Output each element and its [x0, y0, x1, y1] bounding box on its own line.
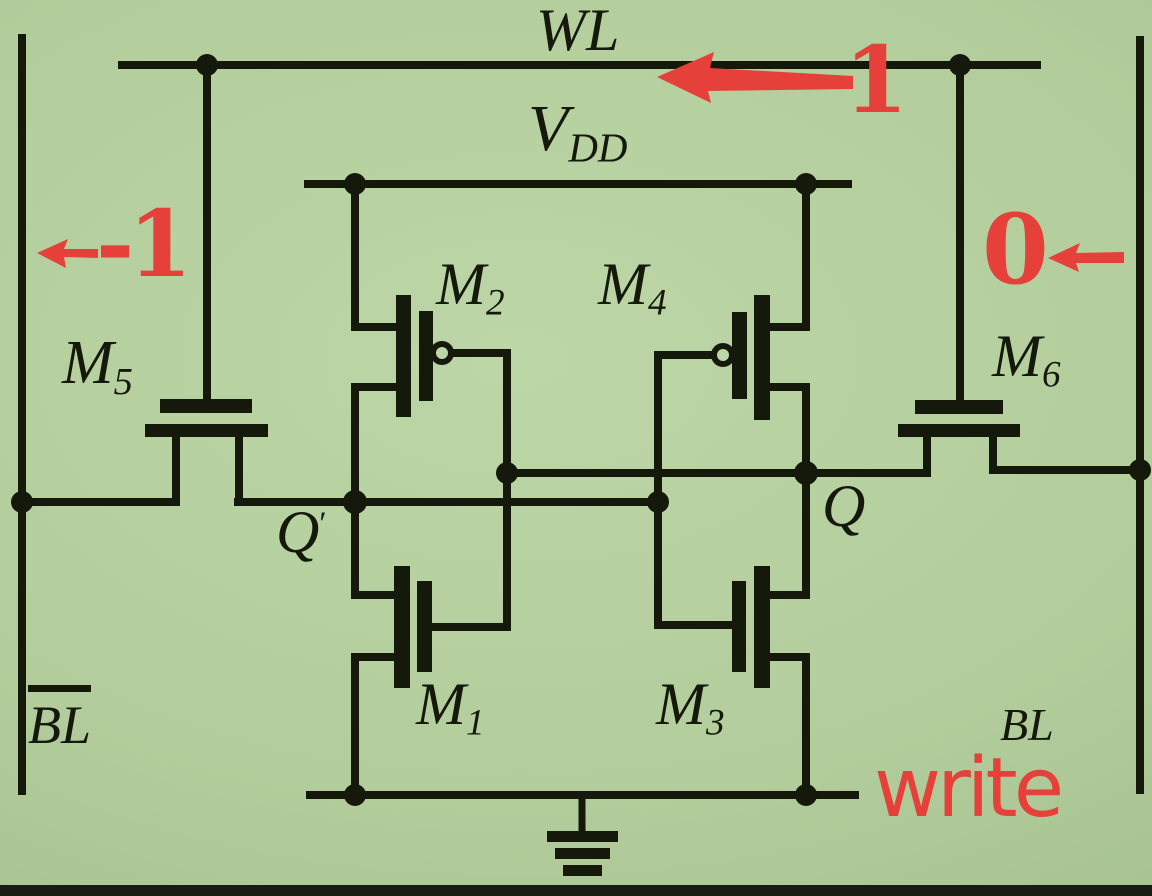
bitline-right-value-annotation: 0	[982, 193, 1049, 306]
vdd-left-junction-dot	[344, 173, 366, 195]
ground-symbol-bar1	[547, 831, 618, 842]
m1-source-wire	[351, 653, 398, 799]
m2-gate-bar	[419, 311, 433, 401]
m4-source-wire	[766, 180, 810, 331]
m2-channel-bar	[396, 295, 411, 417]
m1-channel-bar	[394, 566, 410, 688]
node-q-junction-dot	[794, 461, 818, 485]
wl-value-annotation: 1	[844, 26, 909, 134]
transistor-m6-label: M6	[992, 323, 1061, 396]
m6-gate-bar	[915, 400, 1003, 414]
bitline-right-arrow-icon	[1048, 243, 1124, 272]
write-operation-annotation: write	[874, 741, 1064, 836]
ground-symbol-bar2	[555, 848, 610, 859]
wl-m5-junction-dot	[196, 54, 218, 76]
bitline-left-junction-dot	[11, 491, 33, 513]
m4-pmos-bubble	[711, 343, 735, 367]
m4-channel-bar	[754, 295, 770, 420]
m3-source-wire	[766, 653, 810, 799]
letterbox-bar	[0, 885, 1152, 896]
transistor-m1-label: M1	[416, 671, 485, 744]
m3-gate-bar	[732, 581, 746, 672]
vdd-label: VDD	[528, 92, 628, 171]
ground-left-junction-dot	[344, 784, 366, 806]
m2-drain-qprime-wire	[351, 383, 400, 599]
word-line-label: WL	[536, 0, 620, 63]
m3-channel-bar	[754, 566, 770, 688]
bitline-left-label: BL	[28, 685, 92, 755]
transistor-m3-label: M3	[656, 671, 725, 744]
m5-channel-bar	[145, 424, 268, 437]
m4-gate-bar	[732, 312, 747, 399]
transistor-m2-label: M2	[436, 251, 505, 324]
upper-wire-gate-junction-dot	[496, 462, 518, 484]
bitline-left-value-annotation: -1	[96, 190, 192, 298]
m6-right-stub-wire	[989, 430, 1144, 474]
m1-gate-bar	[417, 581, 432, 672]
ground-right-junction-dot	[795, 784, 817, 806]
wl-write-arrow-icon	[657, 52, 853, 103]
transistor-m5-label: M5	[62, 329, 133, 403]
wl-m6-junction-dot	[949, 54, 971, 76]
bitline-left-arrow-icon	[37, 239, 98, 268]
node-qprime-junction-dot	[343, 490, 367, 514]
transistor-m4-label: M4	[598, 251, 667, 324]
node-qprime-label: Q′	[276, 499, 327, 565]
left-inverter-gate-wire	[428, 349, 511, 631]
node-q-label: Q	[822, 473, 866, 539]
bitline-right-label: BL	[1000, 699, 1054, 750]
m2-pmos-bubble	[430, 341, 454, 365]
right-inverter-gate-wire	[654, 351, 737, 629]
m6-channel-bar	[898, 424, 1020, 437]
m4-drain-q-wire	[766, 383, 810, 599]
bitline-right-junction-dot	[1129, 459, 1151, 481]
vdd-right-junction-dot	[795, 173, 817, 195]
m5-gate-bar	[160, 399, 252, 413]
ground-symbol-bar3	[563, 865, 602, 876]
m2-source-wire	[351, 180, 400, 331]
lower-wire-gate-junction-dot	[647, 491, 669, 513]
